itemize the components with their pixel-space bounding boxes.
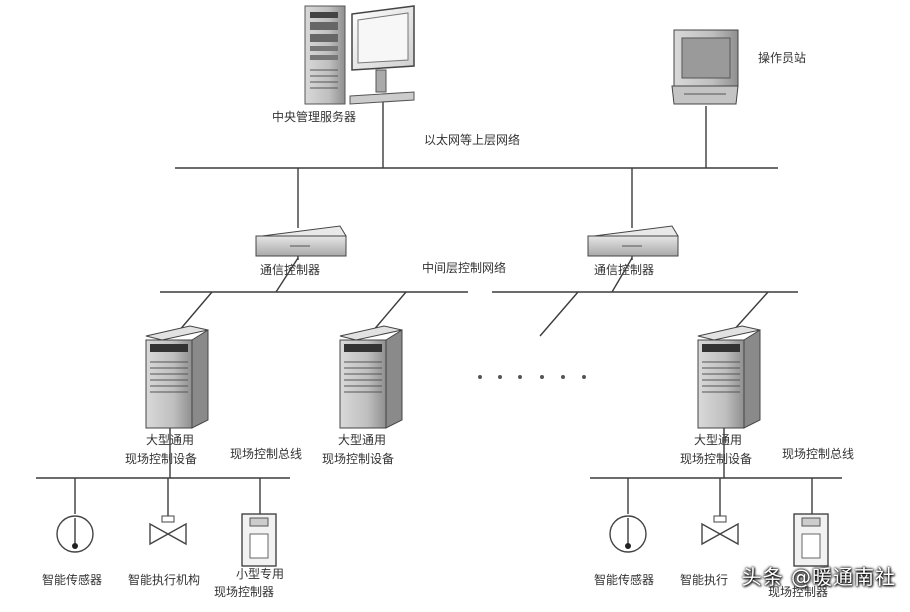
sensor-label-2: 智能传感器: [594, 572, 654, 587]
watermark: 头条 @暖通南社: [741, 565, 896, 589]
actuator-label-1: 智能执行机构: [128, 572, 200, 587]
sensor-label-1: 智能传感器: [42, 572, 102, 587]
ellipsis-dots: [478, 375, 586, 379]
field-device-icon: [145, 325, 209, 429]
central-server-label: 中央管理服务器: [272, 109, 356, 124]
field-device-label-2a: 大型通用: [338, 433, 386, 447]
smart-actuator-icon: [701, 515, 739, 546]
comm-controller-icon: [255, 225, 347, 257]
upper-network-label: 以太网等上层网络: [424, 132, 520, 147]
small-controller-label-1a: 小型专用: [236, 566, 284, 581]
field-device-label-2b: 现场控制设备: [322, 452, 394, 466]
field-bus-label-1: 现场控制总线: [230, 447, 302, 461]
field-device-label-3b: 现场控制设备: [680, 452, 752, 466]
middle-network-label: 中间层控制网络: [422, 260, 506, 275]
small-controller-label-2: 现场控制器: [768, 585, 828, 599]
comm-controller-icon: [587, 225, 679, 257]
field-bus-label-2: 现场控制总线: [782, 447, 854, 461]
smart-sensor-icon: [609, 515, 647, 553]
field-device-label-3a: 大型通用: [694, 433, 742, 447]
small-controller-icon: [793, 513, 829, 567]
field-device-icon: [339, 325, 403, 429]
smart-actuator-icon: [149, 515, 187, 546]
comm-controller-label-2: 通信控制器: [594, 263, 654, 277]
monitor-icon: [349, 5, 415, 105]
field-device-icon: [697, 325, 761, 429]
smart-sensor-icon: [56, 515, 94, 553]
field-device-label-1b: 现场控制设备: [125, 452, 197, 466]
small-controller-label-1b: 现场控制器: [214, 585, 274, 599]
operator-station-icon: [671, 29, 739, 105]
small-controller-icon: [241, 513, 277, 567]
operator-station-label: 操作员站: [758, 50, 806, 65]
central-server-icon: [304, 5, 346, 105]
actuator-label-2: 智能执行: [680, 572, 728, 587]
